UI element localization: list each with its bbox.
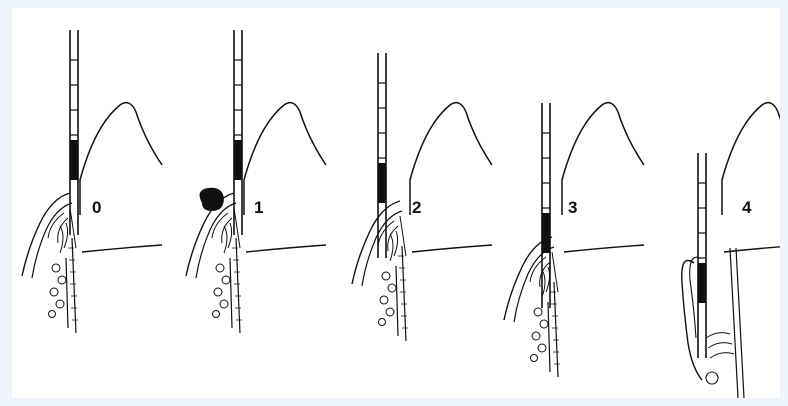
stage-2: 2 <box>352 53 492 341</box>
stage-label-3: 3 <box>568 198 577 217</box>
bleeding-drop-icon <box>200 188 224 211</box>
stage-1: 1 <box>186 30 326 333</box>
periodontal-probing-diagram: 0 1 2 3 <box>12 8 780 398</box>
stage-label-0: 0 <box>92 198 101 217</box>
stage-3: 3 <box>504 103 644 377</box>
stage-label-4: 4 <box>742 198 752 217</box>
stage-label-1: 1 <box>254 198 263 217</box>
stage-4: 4 <box>682 103 780 398</box>
stage-0: 0 <box>22 30 162 333</box>
stage-label-2: 2 <box>412 198 421 217</box>
diagram-canvas: 0 1 2 3 <box>12 8 780 398</box>
